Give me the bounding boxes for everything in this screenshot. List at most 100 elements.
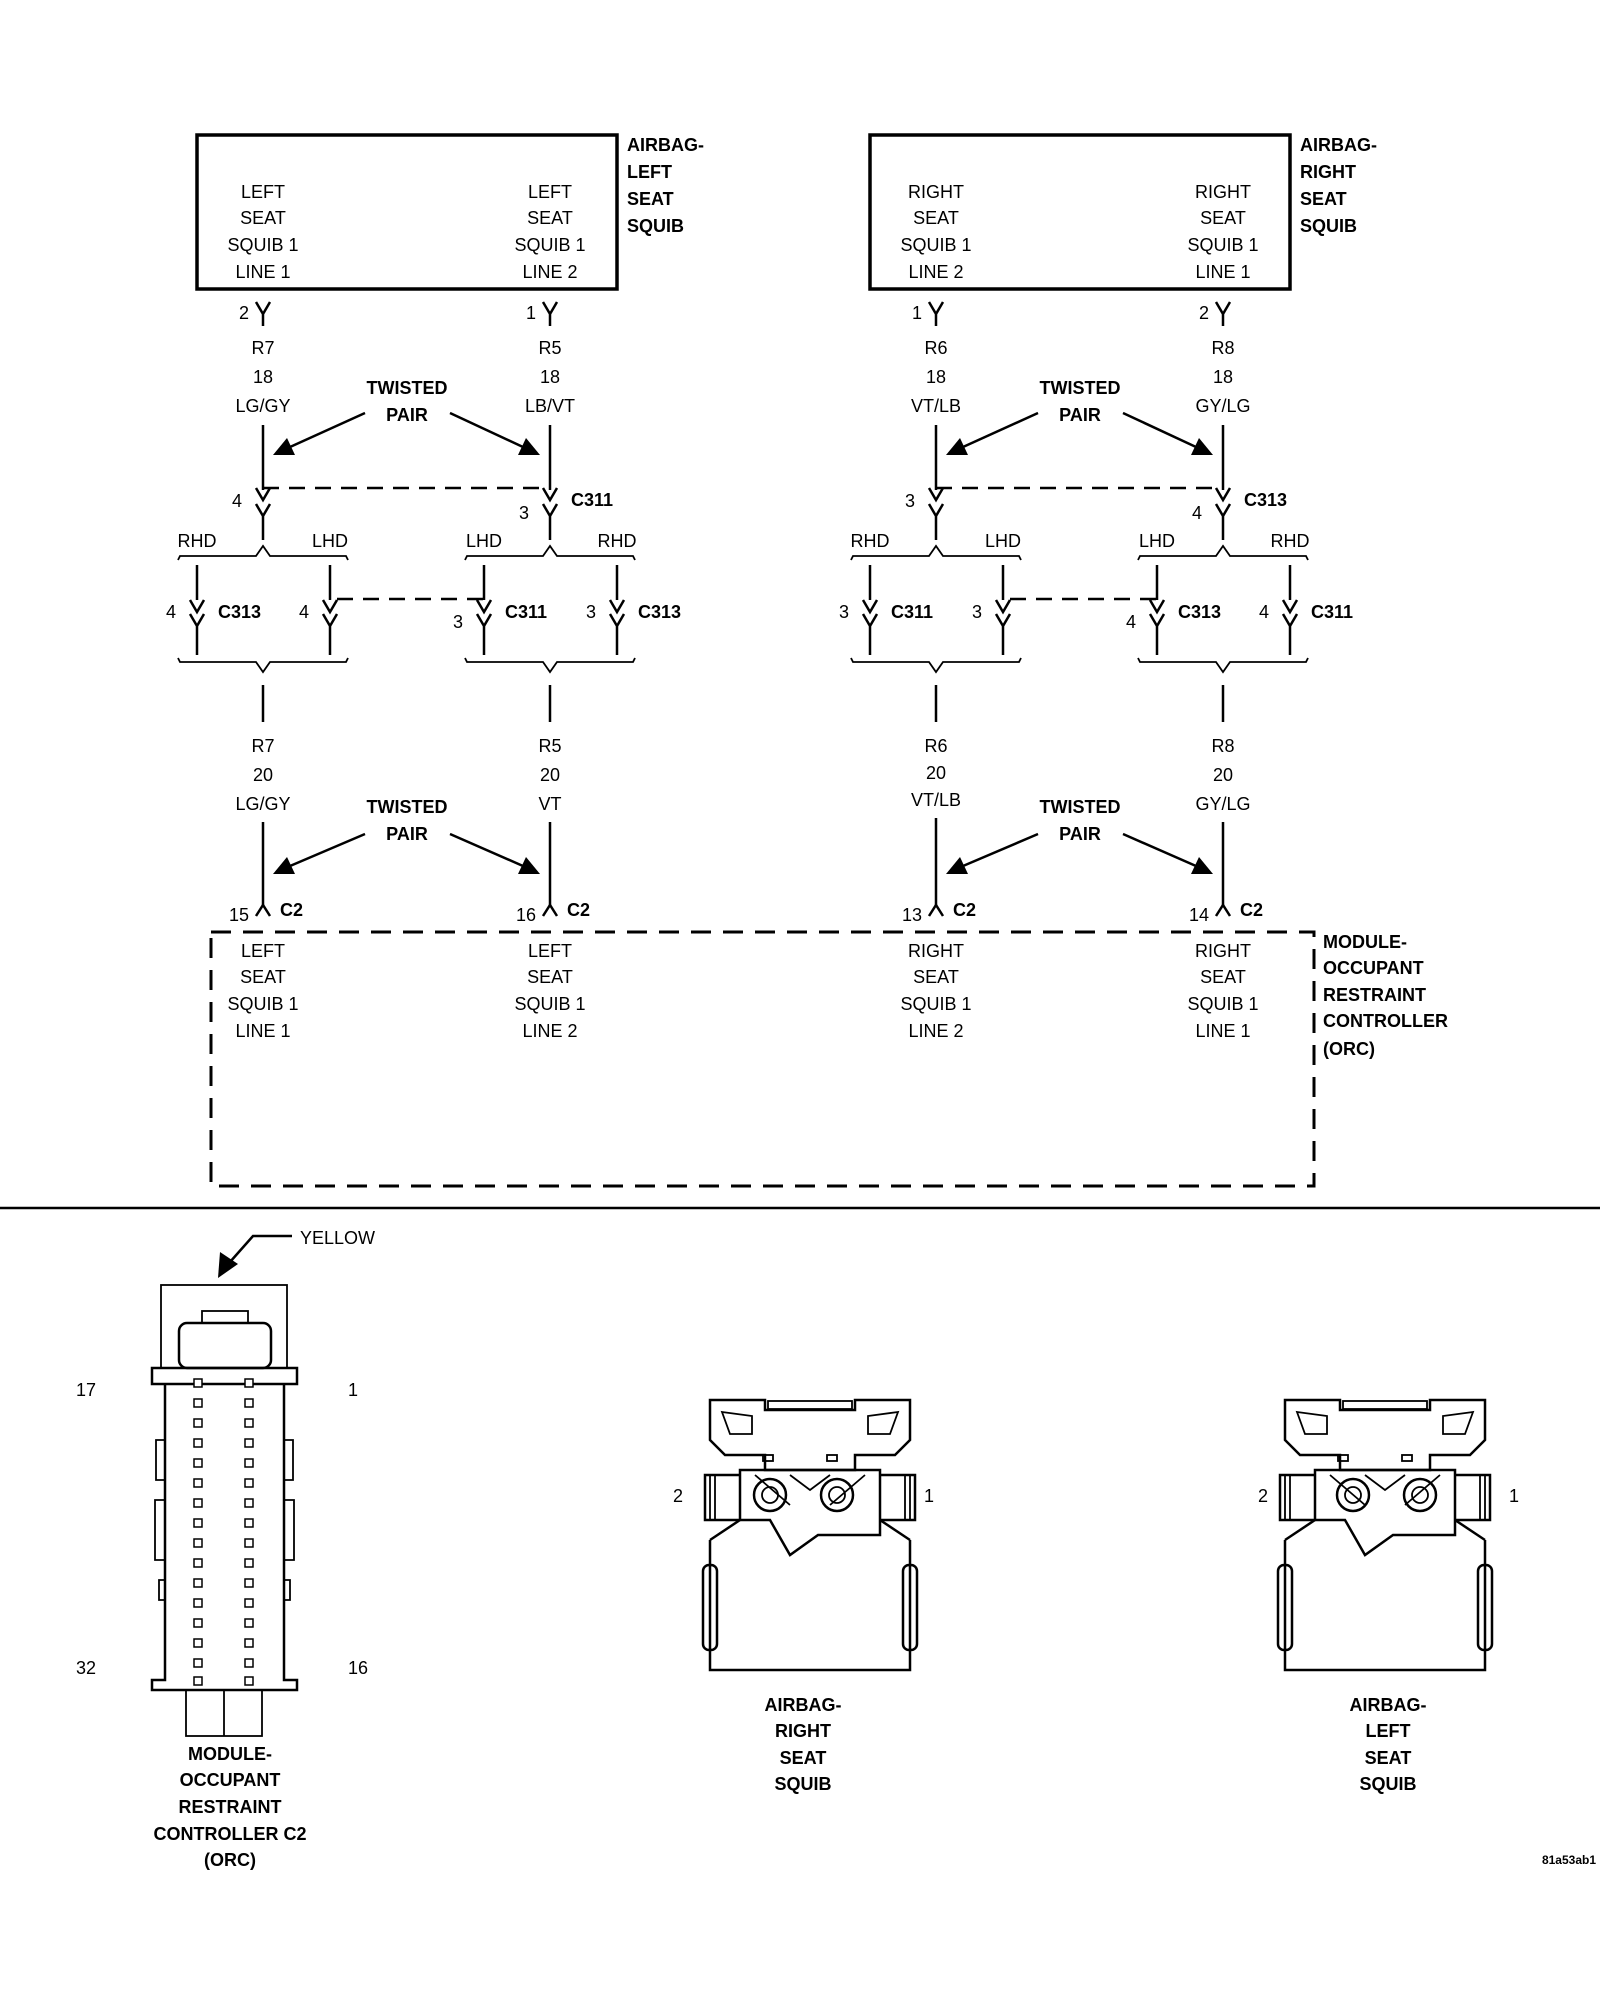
right-squib-caption: SQUIB	[774, 1774, 831, 1794]
inline-connector-symbol	[927, 487, 945, 540]
pin-fork-symbol	[254, 902, 272, 917]
arrow-head	[946, 438, 968, 455]
branch-pin: 4	[1259, 602, 1269, 622]
left-squib-title-4: SQUIB	[627, 216, 684, 236]
left-squib-pin-a: 2	[239, 303, 249, 323]
connector-side-ribs	[154, 1439, 295, 1601]
left-squib-line1-label-3: SQUIB 1	[227, 235, 298, 255]
branch-pin: 3	[839, 602, 849, 622]
arrow-head	[518, 857, 540, 874]
connector-cavities	[193, 1378, 254, 1686]
branch-label-lhd: LHD	[466, 531, 502, 551]
right-squib-caption: SEAT	[780, 1748, 827, 1768]
wire-color: LG/GY	[235, 794, 290, 814]
orc-pin-connector: C2	[1240, 900, 1263, 920]
left-squib-caption: SQUIB	[1359, 1774, 1416, 1794]
squib-connector-pin-label: 1	[1509, 1486, 1519, 1506]
arrow-head	[518, 438, 540, 455]
orc-label: SQUIB 1	[900, 994, 971, 1014]
orc-pin-connector: C2	[280, 900, 303, 920]
squib-pins: 2 1 1 2	[239, 301, 1232, 326]
figure-id: 81a53ab1	[1542, 1853, 1596, 1867]
right-squib-line1-label-1: RIGHT	[1195, 182, 1251, 202]
inline-connector-symbol	[541, 487, 559, 540]
right-squib-line1-label-4: LINE 1	[1195, 262, 1250, 282]
orc-label: SQUIB 1	[227, 994, 298, 1014]
squib-terminal-2	[1335, 1477, 1371, 1513]
branch-brace-top	[177, 544, 349, 561]
branch-pin: 4	[1126, 612, 1136, 632]
wire-gauge: 18	[1213, 367, 1233, 387]
branch-connector	[321, 565, 339, 655]
pin-fork-symbol	[927, 902, 945, 917]
left-squib-pin-b: 1	[526, 303, 536, 323]
connector-top-flange	[150, 1366, 299, 1386]
top-inline-connectors: 4 3 C311 3 4 C313	[232, 486, 1287, 540]
wire-color: LB/VT	[525, 396, 575, 416]
right-squib-caption: AIRBAG-	[765, 1695, 842, 1715]
squib-connector-latch-slots	[1295, 1410, 1475, 1435]
wire-circuit: R7	[251, 736, 274, 756]
orc-title: CONTROLLER	[1323, 1011, 1448, 1031]
orc-label: LINE 2	[522, 1021, 577, 1041]
orc-connector-caption: RESTRAINT	[179, 1797, 282, 1817]
twisted-pair-label-2: PAIR	[1059, 824, 1101, 844]
squib-connector-rib	[901, 1563, 919, 1652]
wire-circuit: R7	[251, 338, 274, 358]
orc-label: LEFT	[241, 941, 285, 961]
left-squib-line2-label-2: SEAT	[527, 208, 573, 228]
twisted-pair-label-1: TWISTED	[367, 378, 448, 398]
squib-terminal-1-inner	[828, 1486, 846, 1504]
right-squib-title-4: SQUIB	[1300, 216, 1357, 236]
right-squib-line1-label-3: SQUIB 1	[1187, 235, 1258, 255]
branch-pin: 3	[453, 612, 463, 632]
connector-pin: 3	[905, 491, 915, 511]
branch-brace-top	[464, 544, 636, 561]
twisted-pair-label-2: PAIR	[386, 824, 428, 844]
connector-latch-tab	[201, 1310, 249, 1324]
twisted-pair-arrow	[449, 832, 524, 868]
upper-wires	[261, 425, 1225, 490]
upper-wire-labels: R7 18 LG/GY R5 18 LB/VT R6 18 VT/LB R8 1…	[235, 338, 1250, 416]
wire-circuit: R5	[538, 736, 561, 756]
wire-gauge: 20	[253, 765, 273, 785]
arrow-head	[218, 1252, 238, 1278]
branch-label-rhd: RHD	[851, 531, 890, 551]
right-squib-title-2: RIGHT	[1300, 162, 1356, 182]
twisted-pair-lower-right: TWISTED PAIR	[946, 797, 1213, 874]
twisted-pair-label-2: PAIR	[386, 405, 428, 425]
left-squib-line1-label-1: LEFT	[241, 182, 285, 202]
branch-connector-name: C313	[218, 602, 261, 622]
branch-connector-name: C311	[891, 602, 933, 622]
branch-label-lhd: LHD	[985, 531, 1021, 551]
connector-pin-corner: 1	[348, 1380, 358, 1400]
orc-title: OCCUPANT	[1323, 958, 1424, 978]
squib-connector-body	[1313, 1468, 1457, 1557]
squib-connector-rib	[1476, 1563, 1494, 1652]
connector-pin-corner: 16	[348, 1658, 368, 1678]
wire-color: GY/LG	[1195, 396, 1250, 416]
squib-connector-tab	[762, 1454, 774, 1462]
pin-fork-symbol	[927, 301, 945, 326]
pin-fork-symbol	[1214, 902, 1232, 917]
squib-connector-body	[738, 1468, 882, 1557]
branch-pin: 3	[586, 602, 596, 622]
squib-connector-tab	[1337, 1454, 1349, 1462]
squib-terminal-1	[819, 1477, 855, 1513]
squib-terminal-1-inner	[1411, 1486, 1429, 1504]
left-squib-caption: AIRBAG-	[1350, 1695, 1427, 1715]
wire-color: VT/LB	[911, 790, 961, 810]
branch-connector	[994, 565, 1012, 655]
right-squib-line2-label-2: SEAT	[913, 208, 959, 228]
squib-terminal-2	[752, 1477, 788, 1513]
twisted-pair-arrow	[1122, 832, 1197, 868]
squib-terminal-2-inner	[1344, 1486, 1362, 1504]
orc-label: SEAT	[913, 967, 959, 987]
squib-connector-lower	[1283, 1518, 1487, 1672]
twisted-pair-lower-left: TWISTED PAIR	[273, 797, 540, 874]
wire-gauge: 18	[926, 367, 946, 387]
squib-connector-tab	[826, 1454, 838, 1462]
left-squib-caption: SEAT	[1365, 1748, 1412, 1768]
twisted-pair-label-1: TWISTED	[1040, 797, 1121, 817]
